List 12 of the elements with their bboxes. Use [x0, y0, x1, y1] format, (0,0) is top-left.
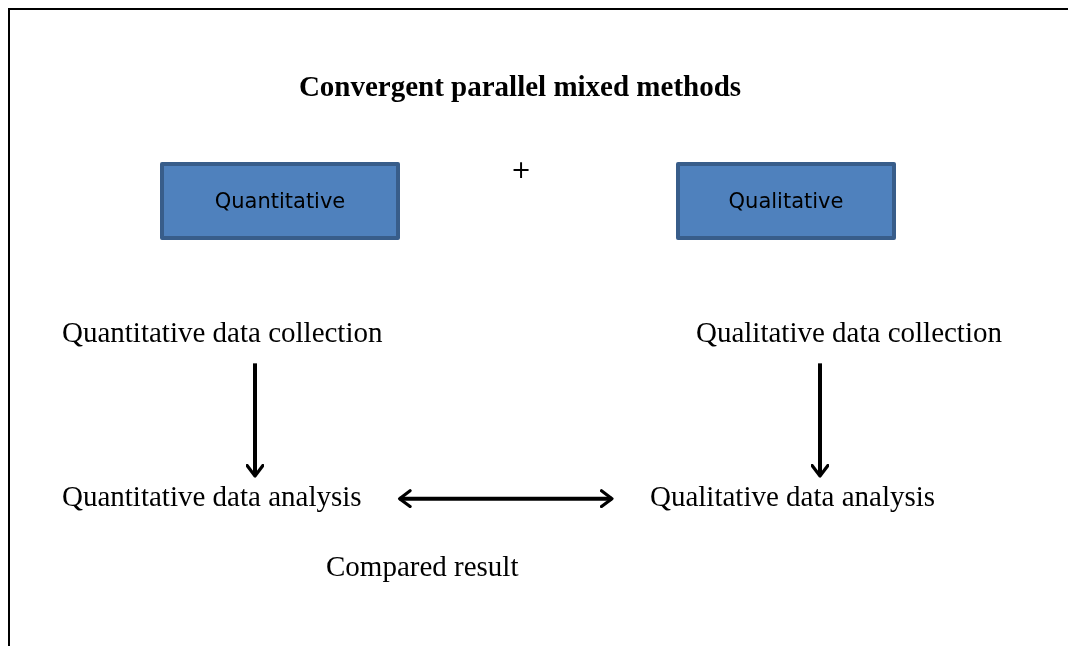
note-text: Compared result [326, 550, 519, 583]
process-box: Qualitative [676, 162, 896, 240]
step-text: Qualitative data collection [696, 316, 1002, 350]
arrow [810, 363, 830, 478]
step-text: Quantitative data collection [62, 316, 383, 350]
arrow [245, 363, 265, 478]
diagram-title: Convergent parallel mixed methods [297, 70, 743, 103]
step-text: Qualitative data analysis [650, 480, 936, 514]
plus-sign: + [511, 156, 532, 184]
process-box: Quantitative [160, 162, 400, 240]
step-text: Quantitative data analysis [62, 480, 362, 514]
arrow [398, 489, 614, 509]
